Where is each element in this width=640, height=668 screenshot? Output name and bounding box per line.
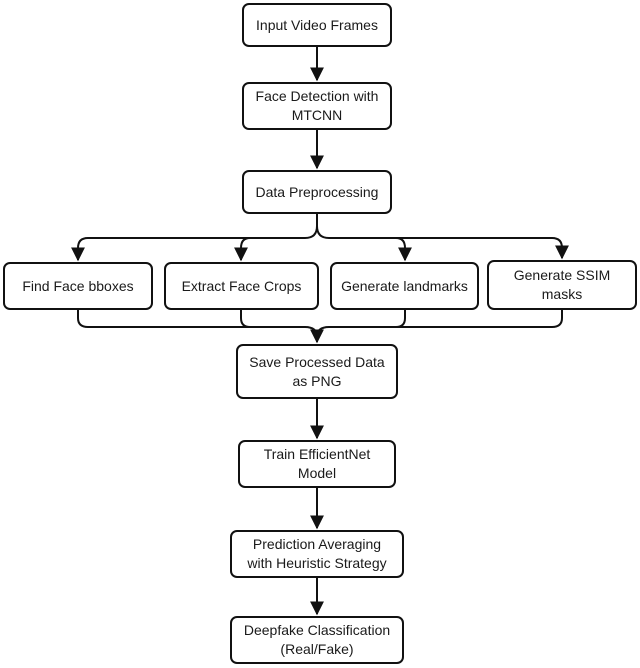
node-label: Deepfake Classification (Real/Fake) — [243, 622, 391, 657]
node-label: Generate SSIM masks — [513, 267, 611, 302]
node-label: Extract Face Crops — [181, 277, 302, 294]
node-generate-ssim-masks: Generate SSIM masks — [487, 260, 637, 310]
edge-bboxes-merge — [77, 310, 324, 344]
node-prediction-averaging: Prediction Averaging with Heuristic Stra… — [230, 530, 404, 578]
node-save-processed-data: Save Processed Data as PNG — [236, 344, 398, 399]
node-input-video-frames: Input Video Frames — [242, 3, 392, 47]
node-extract-face-crops: Extract Face Crops — [164, 262, 319, 310]
node-label: Input Video Frames — [256, 16, 378, 33]
edge-preprocessing-to-extract-crops — [234, 237, 251, 262]
node-face-detection: Face Detection with MTCNN — [242, 82, 392, 130]
node-label: Data Preprocessing — [255, 183, 379, 200]
edge-crops-merge — [240, 310, 251, 328]
node-label: Find Face bboxes — [22, 277, 134, 294]
edge-preprocessing-split — [71, 214, 318, 262]
node-label: Train EfficientNet Model — [263, 446, 371, 481]
edge-preprocessing-right-branch — [316, 225, 569, 260]
node-train-efficientnet: Train EfficientNet Model — [238, 440, 396, 488]
node-label: Generate landmarks — [341, 277, 468, 294]
node-data-preprocessing: Data Preprocessing — [242, 170, 392, 214]
node-find-face-bboxes: Find Face bboxes — [3, 262, 153, 310]
edge-landmarks-merge — [395, 310, 406, 328]
node-label: Face Detection with MTCNN — [255, 88, 379, 123]
node-label: Save Processed Data as PNG — [249, 353, 385, 389]
node-label: Prediction Averaging with Heuristic Stra… — [247, 536, 387, 571]
edge-ssim-merge — [316, 310, 563, 338]
node-generate-landmarks: Generate landmarks — [330, 262, 479, 310]
edge-preprocessing-to-landmarks — [395, 237, 412, 262]
node-deepfake-classification: Deepfake Classification (Real/Fake) — [230, 616, 404, 664]
